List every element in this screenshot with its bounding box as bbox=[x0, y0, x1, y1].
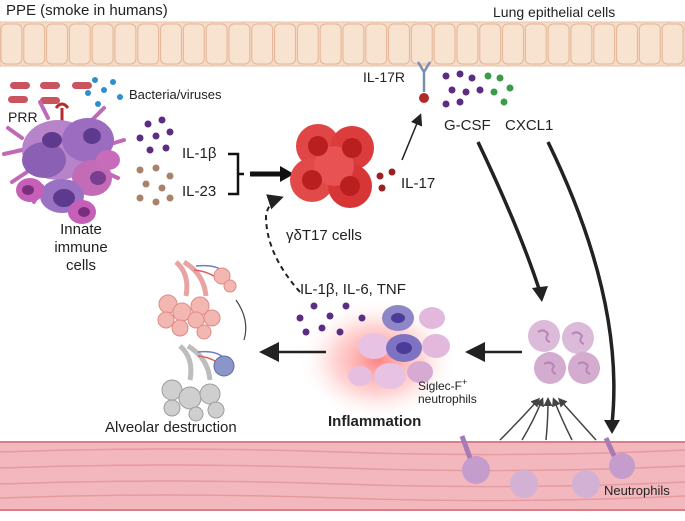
gdt17-label: γδT17 cells bbox=[286, 227, 362, 244]
innate-label-line3: cells bbox=[65, 257, 96, 274]
virus-icons bbox=[85, 77, 123, 107]
epithelial-cell bbox=[137, 23, 160, 65]
epithelial-cell bbox=[23, 23, 46, 65]
bacteria-viruses bbox=[8, 77, 123, 122]
epithelial-cell bbox=[365, 23, 388, 65]
vessel-neutrophils bbox=[459, 435, 635, 498]
epithelial-cell bbox=[388, 23, 410, 65]
gdt17-cell-cluster bbox=[290, 124, 374, 208]
alveolar-destruction-label: Alveolar destruction bbox=[105, 419, 237, 436]
il17r-label: IL-17R bbox=[363, 69, 406, 85]
epithelial-cell bbox=[456, 23, 479, 65]
inflammation-label: Inflammation bbox=[328, 413, 422, 430]
innate-label-line2: immune bbox=[54, 239, 108, 256]
epithelial-cell bbox=[524, 23, 547, 65]
epithelial-cell bbox=[616, 23, 638, 65]
blood-vessel bbox=[0, 441, 685, 511]
neutrophils-label: Neutrophils bbox=[604, 483, 670, 498]
epithelial-cell bbox=[479, 23, 502, 65]
migration-arrows bbox=[499, 397, 597, 441]
epithelial-cell bbox=[638, 23, 661, 65]
inflammation-site bbox=[296, 298, 458, 422]
bacteria-viruses-label: Bacteria/viruses bbox=[129, 87, 222, 102]
alveoli-transition-line bbox=[235, 299, 247, 341]
epithelial-cell bbox=[91, 23, 114, 65]
cytokines-label: IL-1β, IL-6, TNF bbox=[300, 281, 406, 298]
epithelial-cell bbox=[46, 23, 68, 65]
epithelial-cell bbox=[410, 23, 433, 65]
epithelial-cell bbox=[251, 23, 274, 65]
gcsf-cxcl1-cytokines bbox=[442, 70, 514, 108]
epithelial-cell bbox=[661, 23, 684, 65]
siglec-label-line2: neutrophils bbox=[418, 392, 477, 406]
innate-immune-cells bbox=[2, 100, 126, 224]
innate-label-line1: Innate bbox=[60, 221, 102, 238]
epithelial-cell bbox=[570, 23, 593, 65]
epithelial-cell bbox=[182, 23, 205, 65]
epithelial-cell bbox=[228, 23, 251, 65]
cxcl1-label: CXCL1 bbox=[505, 117, 554, 134]
gcsf-label: G-CSF bbox=[444, 117, 491, 134]
lung-epithelium bbox=[0, 21, 685, 67]
epithelial-cell bbox=[547, 23, 570, 65]
epithelial-cell bbox=[319, 23, 342, 65]
lung-epithelial-label: Lung epithelial cells bbox=[493, 4, 616, 20]
il1b-label: IL-1β bbox=[182, 145, 217, 162]
prr-label: PRR bbox=[8, 109, 38, 125]
epithelial-cell bbox=[205, 23, 228, 65]
epithelial-cell bbox=[114, 23, 137, 65]
epithelial-cell bbox=[502, 23, 524, 65]
epithelial-cell bbox=[68, 23, 91, 65]
epithelial-cell bbox=[0, 23, 23, 65]
arrow-il17-to-receptor bbox=[401, 113, 423, 161]
epithelial-cell bbox=[342, 23, 365, 65]
destroyed-alveoli bbox=[161, 343, 235, 422]
healthy-alveoli bbox=[157, 259, 237, 340]
il17-label: IL-17 bbox=[401, 175, 436, 192]
il17r-receptor-icon bbox=[416, 61, 432, 103]
cytokine-bracket bbox=[228, 152, 244, 196]
dashed-feedback-arrow bbox=[264, 194, 301, 293]
prr-receptor-icon bbox=[54, 102, 70, 122]
epithelial-cell bbox=[433, 23, 456, 65]
ppe-label: PPE (smoke in humans) bbox=[6, 2, 168, 19]
neutrophil-cluster bbox=[528, 320, 600, 384]
epithelial-cell bbox=[274, 23, 296, 65]
epithelial-cell bbox=[593, 23, 616, 65]
siglec-label-line1: Siglec-F+ bbox=[418, 377, 468, 393]
epithelial-cell bbox=[160, 23, 182, 65]
il1b-il23-cytokines bbox=[136, 116, 174, 206]
arrow-gcsf-to-neutrophils bbox=[476, 141, 542, 293]
arrow-cxcl1-to-vessel bbox=[546, 141, 616, 425]
il17-cytokines bbox=[376, 168, 396, 192]
il23-label: IL-23 bbox=[182, 183, 217, 200]
epithelial-cell bbox=[296, 23, 319, 65]
